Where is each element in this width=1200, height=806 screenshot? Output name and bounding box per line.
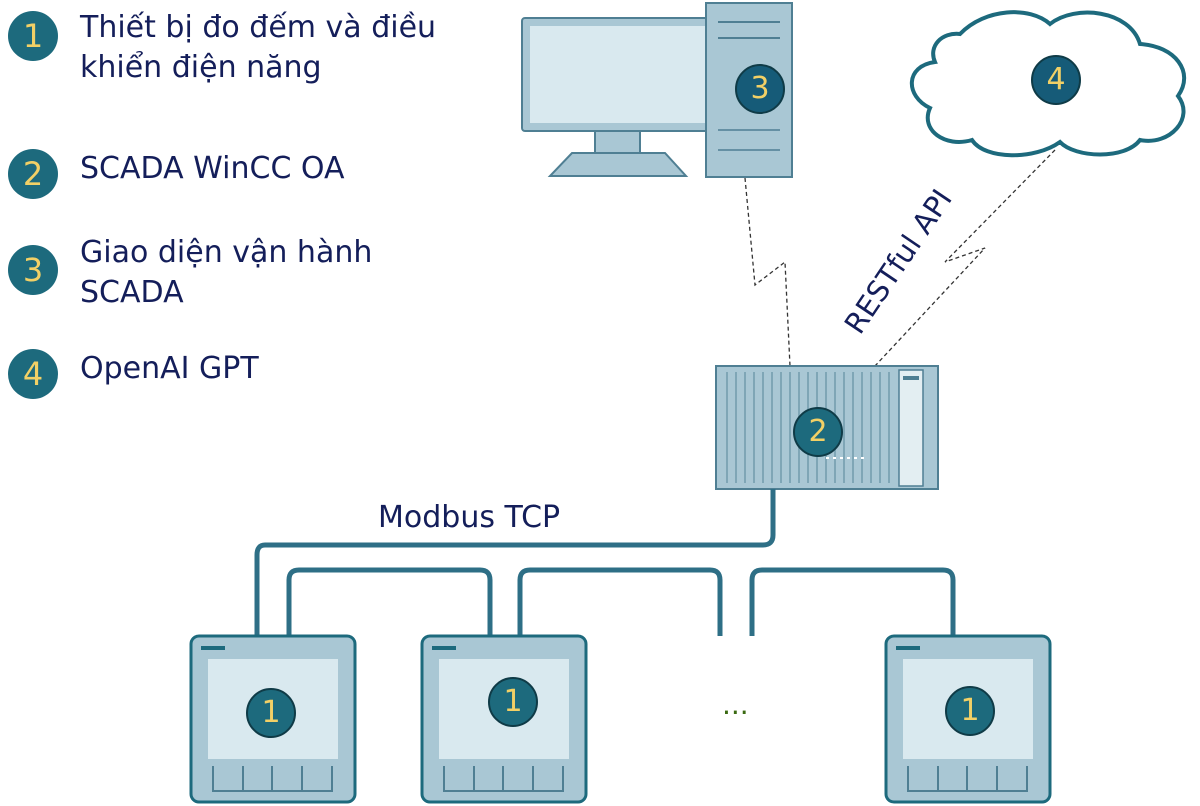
legend-item-2: 2 SCADA WinCC OA [8, 146, 345, 199]
legend-badge: 1 [8, 11, 58, 61]
legend-item-3: 3 Giao diện vận hành SCADA [8, 233, 372, 313]
pc-badge: 3 [735, 64, 785, 114]
meter-badge: 1 [488, 677, 538, 727]
meter-badge: 1 [246, 688, 296, 738]
legend-item-4: 4 OpenAI GPT [8, 346, 259, 399]
legend-label: SCADA WinCC OA [80, 151, 345, 186]
meter-badge: 1 [945, 686, 995, 736]
legend-item-1: 1 Thiết bị đo đếm và điều khiển điện năn… [8, 8, 436, 88]
api-label: RESTful API [838, 183, 959, 340]
modbus-label: Modbus TCP [378, 500, 561, 535]
modbus-cabling [254, 489, 956, 636]
legend-label: Thiết bị đo đếm và điều khiển điện năng [80, 10, 437, 85]
pc-server-link [744, 177, 791, 367]
legend-label: OpenAI GPT [80, 351, 259, 386]
legend-badge: 4 [8, 349, 58, 399]
cloud-server-link [874, 149, 1056, 367]
legend-label: Giao diện vận hành SCADA [80, 235, 373, 310]
pc-monitor [521, 17, 716, 177]
legend-badge: 2 [8, 149, 58, 199]
legend-badge: 3 [8, 245, 58, 295]
meter-device [189, 634, 357, 804]
cloud-badge: 4 [1031, 55, 1081, 105]
server-badge: 2 [793, 407, 843, 457]
more-devices-ellipsis: ... [722, 688, 749, 721]
